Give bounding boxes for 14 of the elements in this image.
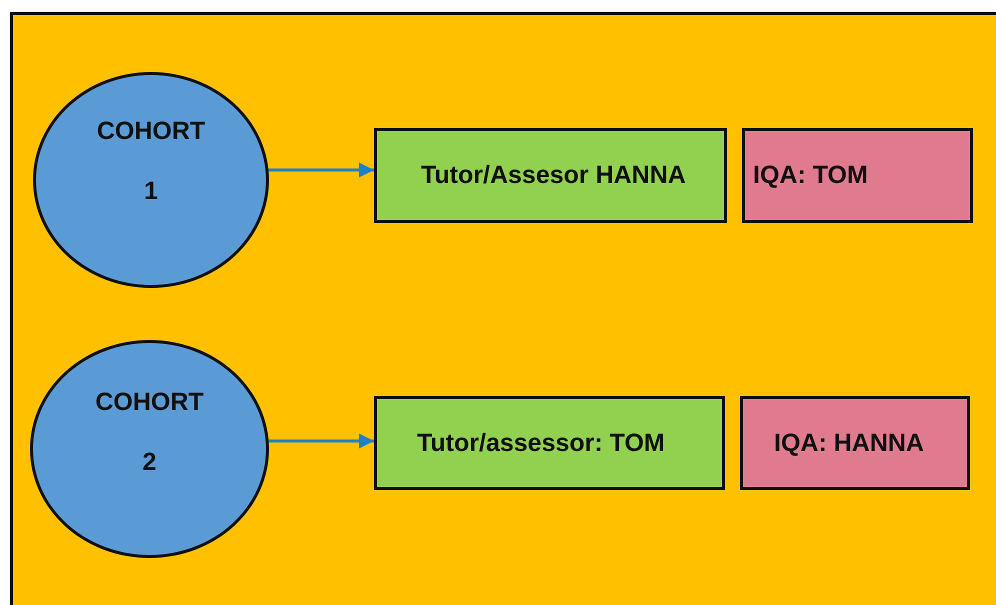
tutor-box (374, 128, 727, 223)
iqa-box (742, 128, 973, 223)
cohort-number: 2 (142, 448, 158, 477)
arrow (268, 434, 374, 448)
role-label: IQA: HANNA (774, 429, 924, 458)
tutor-box (374, 396, 725, 490)
role-label: Tutor/Assesor HANNA (421, 161, 686, 190)
role-label: Tutor/assessor: TOM (417, 429, 665, 458)
cohort-number: 1 (143, 177, 159, 206)
iqa-box (740, 396, 970, 490)
cohort-label: COHORT (96, 117, 206, 146)
arrow (268, 162, 374, 178)
cohort-label: COHORT (94, 388, 205, 417)
role-label: IQA: TOM (753, 161, 868, 190)
